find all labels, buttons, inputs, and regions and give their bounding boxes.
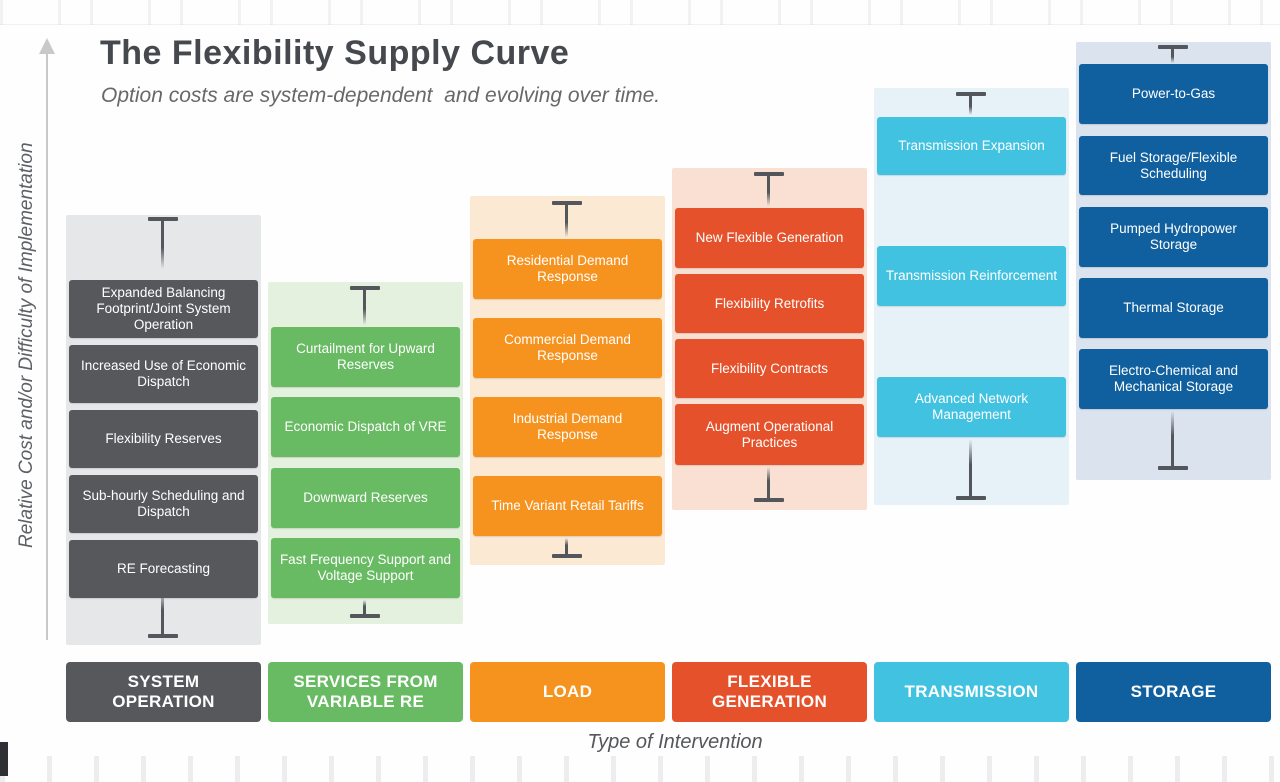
column-storage: Power-to-Gas Fuel Storage/Flexible Sched… (1076, 0, 1271, 782)
error-bar-top-cap (1158, 45, 1188, 49)
option-box: Time Variant Retail Tariffs (473, 476, 662, 536)
column-load: Residential Demand Response Commercial D… (470, 0, 665, 782)
option-box: Curtailment for Upward Reserves (271, 327, 460, 387)
error-bar-top-cap (956, 92, 986, 96)
category-header-transmission: TRANSMISSION (874, 662, 1069, 722)
column-system-operation: Expanded Balancing Footprint/Joint Syste… (66, 0, 261, 782)
error-bar-bottom-cap (148, 634, 178, 638)
option-box: Commercial Demand Response (473, 318, 662, 378)
category-header-flexible-generation: FLEXIBLE GENERATION (672, 662, 867, 722)
option-box: Pumped Hydropower Storage (1079, 207, 1268, 267)
category-header-label: SERVICES FROM VARIABLE RE (293, 671, 438, 711)
error-bar-top-cap (350, 286, 380, 290)
error-bar-top-stem (1171, 49, 1174, 63)
error-bar-top-cap (148, 217, 178, 221)
error-bar-top-stem (363, 290, 366, 325)
option-box: Flexibility Retrofits (675, 274, 864, 333)
error-bar-bottom-cap (350, 614, 380, 618)
error-bar-bottom-stem (565, 538, 568, 554)
error-bar-bottom-cap (552, 554, 582, 558)
category-header-label: TRANSMISSION (904, 681, 1039, 701)
y-axis-arrow-icon (39, 38, 55, 54)
option-box: Industrial Demand Response (473, 397, 662, 457)
top-ghost-artifact-strip (0, 0, 1280, 25)
error-bar-bottom-cap (1158, 466, 1188, 470)
y-axis-arrow-line (46, 52, 48, 640)
page-subtitle: Option costs are system-dependent and ev… (101, 84, 661, 107)
error-bar-bottom-cap (754, 498, 784, 502)
x-axis-label: Type of Intervention (587, 731, 763, 753)
category-header-services-from-variable-re: SERVICES FROM VARIABLE RE (268, 662, 463, 722)
bottom-ghost-artifact-strip (0, 756, 1280, 782)
option-box: Advanced Network Management (877, 377, 1066, 437)
option-box: Augment Operational Practices (675, 404, 864, 465)
option-box: Expanded Balancing Footprint/Joint Syste… (69, 280, 258, 338)
option-box: Thermal Storage (1079, 278, 1268, 338)
column-transmission: Transmission Expansion Transmission Rein… (874, 0, 1069, 782)
category-header-label: LOAD (542, 681, 593, 701)
column-flexible-generation: New Flexible Generation Flexibility Retr… (672, 0, 867, 782)
error-bar-top-stem (565, 205, 568, 237)
option-box: Flexibility Reserves (69, 410, 258, 468)
category-header-label: FLEXIBLE GENERATION (711, 671, 828, 711)
error-bar-bottom-stem (363, 600, 366, 614)
error-bar-top-stem (161, 221, 164, 269)
error-bar-top-stem (969, 96, 972, 115)
error-bar-bottom-cap (956, 496, 986, 500)
error-bar-bottom-stem (767, 467, 770, 498)
error-bar-bottom-stem (1171, 411, 1174, 466)
option-box: Transmission Expansion (877, 117, 1066, 175)
category-header-label: SYSTEM OPERATION (112, 671, 215, 711)
option-box: Fuel Storage/Flexible Scheduling (1079, 136, 1268, 195)
option-box: Downward Reserves (271, 468, 460, 528)
error-bar-bottom-stem (969, 439, 972, 496)
option-box: Sub-hourly Scheduling and Dispatch (69, 475, 258, 533)
page-title: The Flexibility Supply Curve (100, 34, 570, 72)
option-box: Residential Demand Response (473, 239, 662, 299)
category-header-system-operation: SYSTEM OPERATION (66, 662, 261, 722)
option-box: Fast Frequency Support and Voltage Suppo… (271, 538, 460, 598)
error-bar-top-cap (552, 201, 582, 205)
option-box: Power-to-Gas (1079, 64, 1268, 124)
category-header-label: STORAGE (1130, 681, 1217, 701)
column-services-from-variable-re: Curtailment for Upward Reserves Economic… (268, 0, 463, 782)
error-bar-top-stem (767, 176, 770, 206)
option-box: Electro-Chemical and Mechanical Storage (1079, 349, 1268, 409)
y-axis-label: Relative Cost and/or Difficulty of Imple… (16, 142, 37, 548)
option-box: Transmission Reinforcement (877, 246, 1066, 306)
option-box: RE Forecasting (69, 540, 258, 598)
category-header-load: LOAD (470, 662, 665, 722)
error-bar-bottom-stem (161, 590, 164, 634)
option-box: Increased Use of Economic Dispatch (69, 345, 258, 403)
option-box: Economic Dispatch of VRE (271, 397, 460, 457)
error-bar-top-cap (754, 172, 784, 176)
bottom-left-artifact-mark (0, 742, 8, 776)
option-box: Flexibility Contracts (675, 339, 864, 398)
option-box: New Flexible Generation (675, 208, 864, 268)
category-header-storage: STORAGE (1076, 662, 1271, 722)
